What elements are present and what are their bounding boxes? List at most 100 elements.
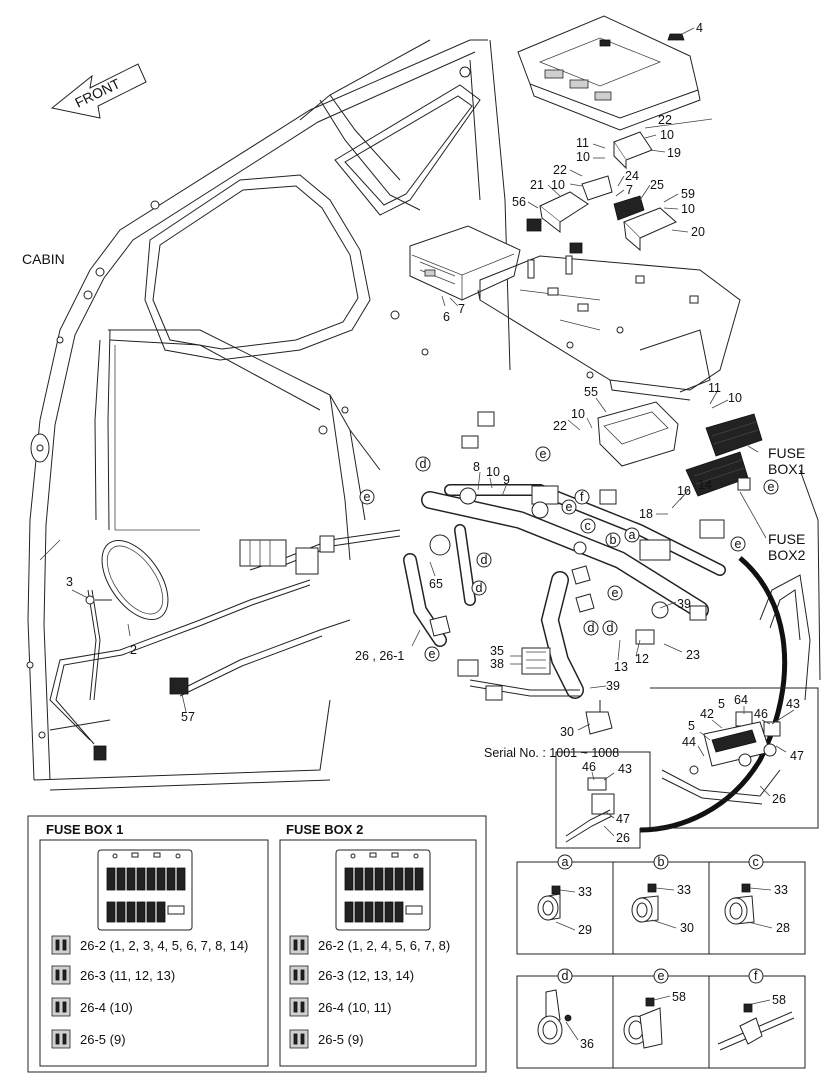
serial-label: Serial No. : 1001 ~ 1008 [484,746,619,760]
callout-5: 5 [688,719,695,733]
marker-e: e [535,446,551,462]
svg-text:28: 28 [776,921,790,935]
callout-9: 9 [503,473,510,487]
svg-text:33: 33 [677,883,691,897]
callout-55: 55 [584,385,598,399]
callout-3: 3 [66,575,73,589]
control-module [597,401,679,467]
rear-view-mirror [95,539,169,621]
callout-10: 10 [576,150,590,164]
svg-text:b: b [610,533,617,547]
marker-e: e [561,499,577,515]
callout-16: 16 [677,484,691,498]
fuse-box-1-title: FUSE BOX 1 [46,822,123,837]
callout-22: 22 [553,419,567,433]
circle-markers: d e e f e c b a e e d d e d d e [359,446,779,662]
callout-22: 22 [553,163,567,177]
callout-39: 39 [677,597,691,611]
callout-20: 20 [691,225,705,239]
main-harness [49,411,726,761]
fuse-icon [51,965,71,985]
callout-35: 35 [490,644,504,658]
fuse-icon [289,935,309,955]
marker-d: d [415,456,431,472]
relay-units [526,131,677,254]
fuse-box1-label: BOX1 [768,461,806,477]
svg-text:c: c [753,855,759,869]
callout-65: 65 [429,577,443,591]
svg-text:d: d [562,969,569,983]
fuse-box-table: FUSE BOX 1 26-2 (1, 2, 3, 4, 5, 6, 7, 8,… [27,815,487,1073]
callout-12: 12 [635,652,649,666]
callout-2: 2 [130,643,137,657]
callout-59: 59 [681,187,695,201]
callout-26-26-1: 26 , 26-1 [355,649,404,663]
svg-text:c: c [585,519,591,533]
callout-10: 10 [728,391,742,405]
callout-57: 57 [181,710,195,724]
svg-text:d: d [420,457,427,471]
front-arrow: FRONT [50,63,147,119]
callout-38: 38 [490,657,504,671]
fuse-icon [51,935,71,955]
marker-d: d [602,620,618,636]
detail-d: d 36 [537,968,594,1051]
callout-47: 47 [790,749,804,763]
svg-text:e: e [566,500,573,514]
marker-c: c [580,518,596,534]
callout-6: 6 [443,310,450,324]
marker-d: d [476,552,492,568]
callout-14: 14 [698,478,712,492]
svg-text:a: a [629,528,636,542]
svg-text:e: e [540,447,547,461]
svg-text:30: 30 [680,921,694,935]
fuse-icon [51,997,71,1017]
fuse-box2-label: BOX2 [768,547,806,563]
fuse-icon [51,1029,71,1049]
callout-43: 43 [618,762,632,776]
callout-44: 44 [682,735,696,749]
fuse-box-2-row-1: 26-2 (1, 2, 4, 5, 6, 7, 8) [318,938,450,953]
callout-56: 56 [512,195,526,209]
detail-c: c 33 28 [724,854,790,935]
callout-10: 10 [681,202,695,216]
fuse-box1-label: FUSE [768,445,805,461]
callout-26: 26 [772,792,786,806]
fuse-box-2: FUSE BOX 2 26-2 (1, 2, 4, 5, 6, 7, 8) 26… [279,822,477,1067]
svg-text:d: d [588,621,595,635]
callout-64: 64 [734,693,748,707]
svg-text:e: e [364,490,371,504]
fuse-box-1-row-4: 26-5 (9) [80,1032,126,1047]
callout-46: 46 [582,760,596,774]
callout-30: 30 [560,725,574,739]
callout-26: 26 [616,831,630,845]
fuse-box2-label: FUSE [768,531,805,547]
marker-b: b [605,532,621,548]
cabin-label: CABIN [22,251,65,267]
callout-10: 10 [571,407,585,421]
callout-23: 23 [686,648,700,662]
fuse-box-2-row-3: 26-4 (10, 11) [318,1000,391,1015]
svg-text:b: b [658,855,665,869]
marker-e: e [730,536,746,552]
callout-46: 46 [754,707,768,721]
svg-text:58: 58 [672,990,686,1004]
svg-text:d: d [476,581,483,595]
svg-text:e: e [612,586,619,600]
fuse-box-1-row-1: 26-2 (1, 2, 3, 4, 5, 6, 7, 8, 14) [80,938,248,953]
detail-e: e 58 [623,968,686,1049]
fuse-grid-2 [344,867,424,923]
marker-e: e [424,646,440,662]
cabin-frame [26,39,821,791]
callout-10: 10 [551,178,565,192]
fuse-icon [289,965,309,985]
svg-text:33: 33 [774,883,788,897]
fuse-box-1: FUSE BOX 1 26-2 (1, 2, 3, 4, 5, 6, 7, 8,… [39,822,269,1067]
fuse-icon [289,1029,309,1049]
marker-e: e [607,585,623,601]
detail-b: b 33 30 [631,854,694,935]
radio-unit [409,225,521,301]
callout-19: 19 [667,146,681,160]
callout-43: 43 [786,697,800,711]
